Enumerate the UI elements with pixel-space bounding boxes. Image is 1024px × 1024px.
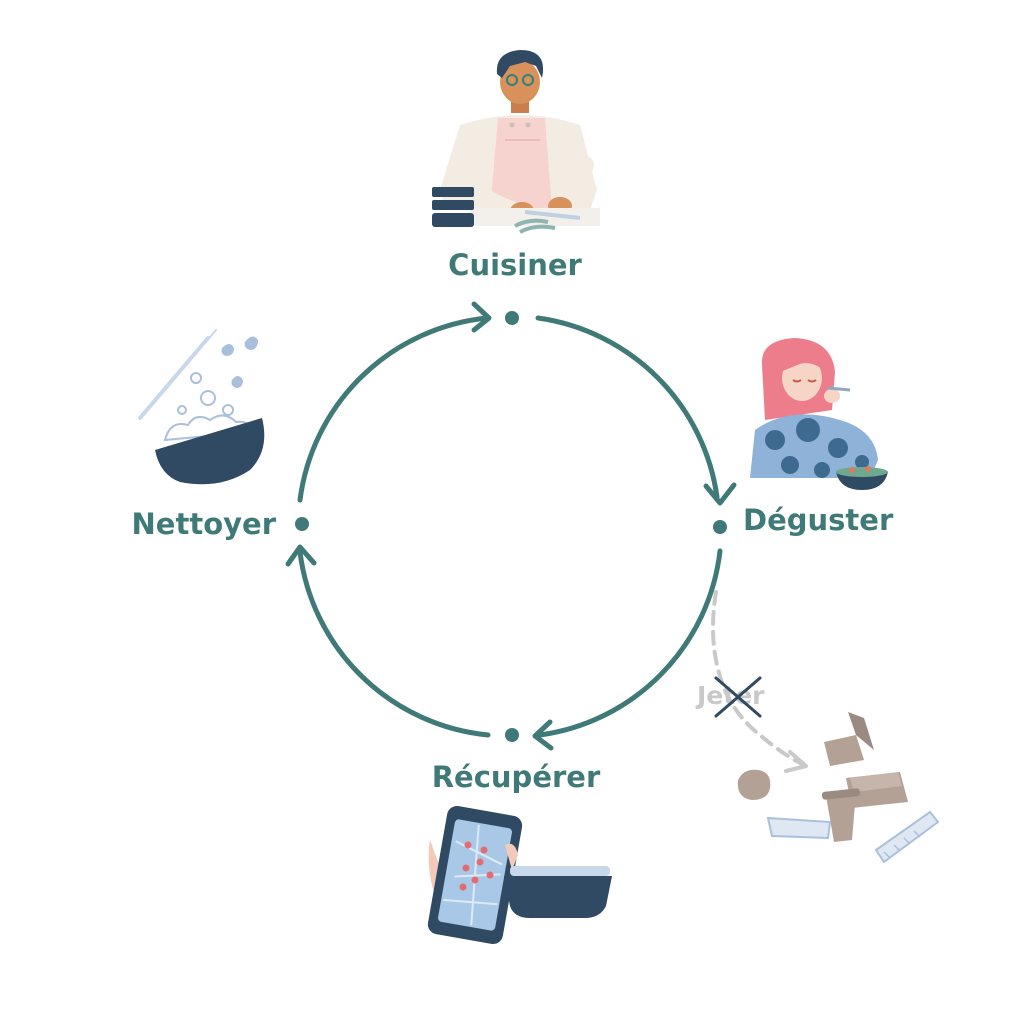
discard-dashed-arrow — [711, 590, 806, 767]
arrowhead-deguster — [703, 482, 737, 506]
cycle-arrows — [285, 301, 737, 751]
phone-map-icon — [427, 805, 523, 945]
step-label-nettoyer: Nettoyer — [132, 507, 277, 541]
eating-woman-icon — [750, 338, 888, 490]
arc-recuperer-to-nettoyer — [297, 549, 491, 738]
node-nettoyer — [295, 517, 309, 531]
step-label-deguster: Déguster — [743, 503, 894, 537]
arc-cuisiner-to-deguster — [535, 315, 720, 500]
arrowhead-nettoyer — [285, 544, 317, 567]
step-label-recuperer: Récupérer — [432, 760, 601, 794]
waste-packaging-icon — [737, 712, 940, 864]
node-deguster — [713, 520, 727, 534]
cycle-nodes — [295, 311, 727, 742]
arc-nettoyer-to-cuisiner — [297, 315, 490, 503]
node-recuperer — [505, 728, 519, 742]
arc-deguster-to-recuperer — [537, 548, 723, 738]
arrowhead-cuisiner — [471, 301, 492, 333]
washing-bowl-icon — [138, 329, 265, 485]
lunchbox-icon — [504, 866, 612, 918]
discard-arrowhead — [784, 750, 808, 773]
node-cuisiner — [505, 311, 519, 325]
chef-icon — [432, 50, 600, 234]
step-label-cuisiner: Cuisiner — [448, 248, 582, 282]
discard-branch: Jeter — [695, 590, 808, 773]
cross-out-icon — [714, 676, 762, 718]
arrowhead-recuperer — [532, 719, 554, 751]
